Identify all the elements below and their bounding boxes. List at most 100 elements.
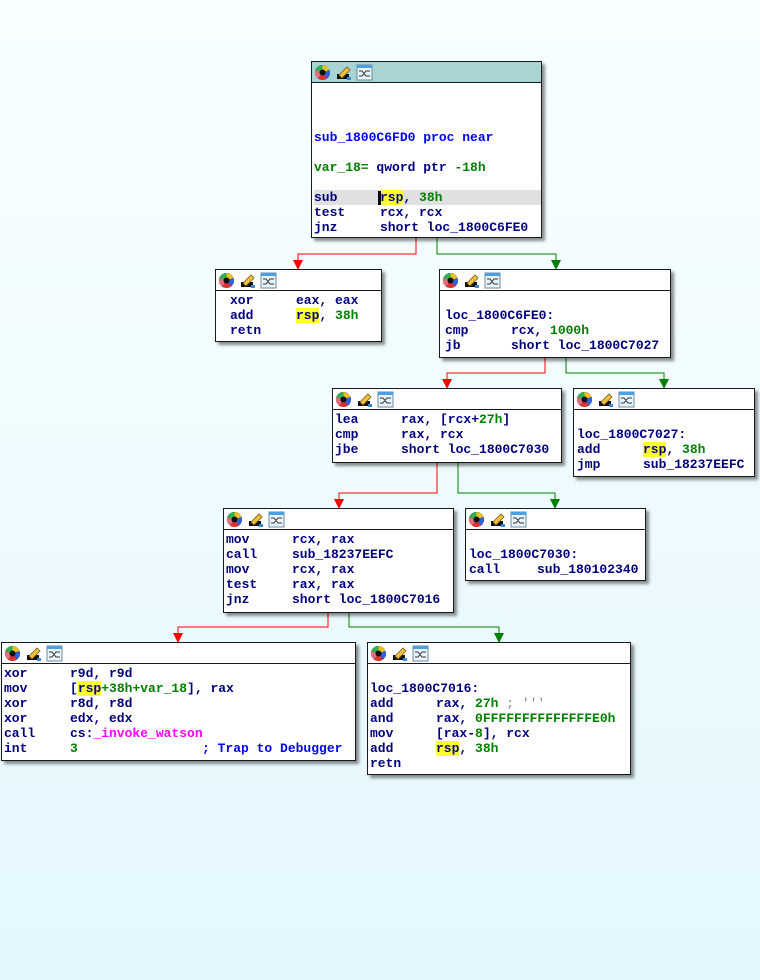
node-header[interactable]	[216, 270, 381, 291]
edit-pencil-icon[interactable]	[489, 511, 506, 528]
jump-target[interactable]: short loc_1800C7030	[401, 442, 550, 457]
color-wheel-icon[interactable]	[226, 511, 243, 528]
location-label[interactable]: loc_1800C7027:	[577, 427, 687, 442]
color-wheel-icon[interactable]	[468, 511, 485, 528]
location-label[interactable]: loc_1800C6FE0:	[445, 308, 555, 323]
graph-layout-icon[interactable]	[377, 391, 394, 408]
location-label[interactable]: loc_1800C7030:	[469, 547, 579, 562]
call-target[interactable]: sub_180102340	[537, 562, 639, 577]
node-header[interactable]	[312, 62, 541, 83]
node-header[interactable]	[466, 509, 645, 530]
edge-false-lea-to-call[interactable]	[338, 462, 438, 505]
color-wheel-icon[interactable]	[218, 272, 235, 289]
jump-target[interactable]: short loc_1800C6FE0	[380, 220, 529, 235]
color-wheel-icon[interactable]	[576, 391, 593, 408]
edge-false-call-to-watson[interactable]	[177, 612, 329, 639]
edit-pencil-icon[interactable]	[597, 391, 614, 408]
instruction-line[interactable]: mov[rsp+38h+var_18], rax	[4, 681, 355, 696]
node-header[interactable]	[2, 643, 355, 664]
color-wheel-icon[interactable]	[442, 272, 459, 289]
edit-pencil-icon[interactable]	[356, 391, 373, 408]
jump-target[interactable]: short loc_1800C7016	[292, 592, 441, 607]
graph-layout-icon[interactable]	[484, 272, 501, 289]
edge-true-entry-to-loc6fe0[interactable]	[436, 237, 557, 266]
edit-pencil-icon[interactable]	[391, 645, 408, 662]
edit-pencil-icon[interactable]	[463, 272, 480, 289]
immediate: 8	[475, 726, 483, 741]
instruction-line[interactable]: xor edx, edx	[4, 711, 355, 726]
node-header[interactable]	[224, 509, 453, 530]
color-wheel-icon[interactable]	[314, 64, 331, 81]
color-wheel-icon[interactable]	[370, 645, 387, 662]
graph-layout-icon[interactable]	[412, 645, 429, 662]
edge-true-call-to-loc7016[interactable]	[348, 612, 500, 639]
node-header[interactable]	[574, 389, 754, 410]
edge-true-lea-to-loc7030[interactable]	[457, 462, 556, 505]
node-entry-sub_1800C6FD0[interactable]: sub_1800C6FD0 proc near var_18= qword pt…	[311, 61, 542, 238]
graph-layout-icon[interactable]	[260, 272, 277, 289]
jump-target[interactable]: short loc_1800C7027	[511, 338, 660, 353]
edit-pencil-icon[interactable]	[247, 511, 264, 528]
instruction-line[interactable]: jnz short loc_1800C6FE0	[314, 220, 541, 235]
edge-false-loc6fe0-to-lea[interactable]	[446, 357, 546, 385]
node-header[interactable]	[440, 270, 670, 291]
location-label[interactable]: loc_1800C7016:	[370, 681, 480, 696]
graph-layout-icon[interactable]	[46, 645, 63, 662]
mnemonic: xor	[4, 711, 28, 726]
node-header[interactable]	[333, 389, 561, 410]
mnemonic: jnz	[314, 220, 338, 235]
import-function[interactable]: _invoke_watson	[93, 726, 203, 741]
edit-pencil-icon[interactable]	[335, 64, 352, 81]
color-wheel-icon[interactable]	[4, 645, 21, 662]
node-header[interactable]	[368, 643, 630, 664]
instruction-line[interactable]: retn	[230, 323, 381, 338]
graph-layout-icon[interactable]	[618, 391, 635, 408]
instruction-line[interactable]: mov[rax-8], rcx	[370, 726, 630, 741]
edit-pencil-icon[interactable]	[25, 645, 42, 662]
call-target[interactable]: sub_18237EEFC	[292, 547, 394, 562]
graph-layout-icon[interactable]	[268, 511, 285, 528]
operand: edx, edx	[70, 711, 133, 726]
color-wheel-icon[interactable]	[335, 391, 352, 408]
edit-pencil-icon[interactable]	[239, 272, 256, 289]
graph-layout-icon[interactable]	[356, 64, 373, 81]
edge-true-loc6fe0-to-loc7027[interactable]	[565, 357, 665, 385]
graph-layout-icon[interactable]	[510, 511, 527, 528]
jump-target[interactable]: sub_18237EEFC	[643, 457, 745, 472]
edge-false-entry-to-ret[interactable]	[297, 237, 417, 266]
mnemonic: xor	[4, 666, 28, 681]
instruction-line[interactable]: retn	[370, 756, 630, 771]
